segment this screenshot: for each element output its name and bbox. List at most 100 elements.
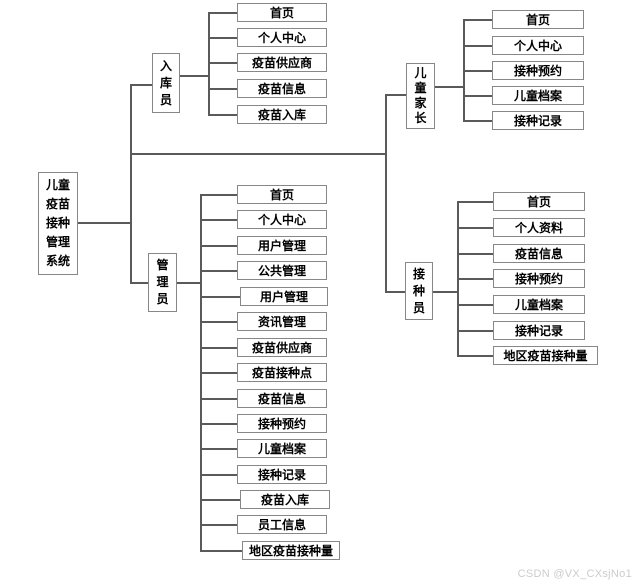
connector-line: [457, 304, 493, 306]
page-node: 儿童档案: [237, 439, 327, 458]
page-node-label: 接种预约: [257, 417, 306, 431]
page-node-label: 儿童档案: [257, 442, 306, 456]
connector-line: [463, 19, 492, 21]
connector-line: [457, 201, 493, 203]
connector-line: [463, 120, 492, 122]
role-node: 入库员: [152, 53, 180, 113]
role-node: 管理员: [148, 253, 177, 312]
page-node-label: 接种预约: [514, 272, 563, 286]
connector-line: [130, 153, 386, 155]
page-node: 个人中心: [237, 28, 327, 47]
connector-line: [130, 282, 148, 284]
connector-line: [200, 499, 240, 501]
page-node: 疫苗信息: [237, 389, 327, 408]
connector-line: [457, 227, 493, 229]
connector-line: [385, 94, 387, 293]
connector-line: [457, 278, 493, 280]
page-node: 资讯管理: [237, 312, 327, 331]
connector-line: [200, 550, 242, 552]
page-node: 儿童档案: [493, 295, 585, 314]
page-node-label: 首页: [269, 188, 294, 202]
connector-line: [433, 291, 458, 293]
page-node: 疫苗供应商: [237, 53, 327, 72]
root-node: 儿童疫苗接种管理系统: [38, 172, 78, 275]
page-node-label: 接种记录: [514, 324, 563, 338]
connector-line: [208, 62, 237, 64]
connector-line: [200, 347, 237, 349]
role-node-label: 入库员: [160, 58, 173, 107]
page-node: 个人资料: [493, 218, 585, 237]
page-node: 疫苗入库: [237, 105, 327, 124]
connector-line: [385, 291, 405, 293]
connector-line: [200, 219, 237, 221]
page-node-label: 疫苗供应商: [251, 56, 312, 70]
connector-line: [200, 194, 237, 196]
page-node-label: 儿童档案: [514, 298, 563, 312]
connector-line: [200, 423, 237, 425]
connector-line: [200, 474, 237, 476]
page-node-label: 员工信息: [257, 518, 306, 532]
connector-line: [208, 37, 237, 39]
page-node-label: 疫苗接种点: [251, 366, 312, 380]
page-node: 疫苗信息: [493, 244, 585, 263]
page-node: 疫苗入库: [240, 490, 330, 509]
page-node-label: 地区疫苗接种量: [503, 349, 588, 363]
page-node: 用户管理: [237, 236, 327, 255]
connector-line: [457, 355, 493, 357]
connector-line: [200, 398, 237, 400]
page-node: 员工信息: [237, 515, 327, 534]
page-node-label: 用户管理: [259, 290, 308, 304]
page-node-label: 个人资料: [514, 221, 563, 235]
connector-line: [435, 86, 464, 88]
role-node-label: 接种员: [413, 266, 426, 315]
connector-line: [177, 282, 201, 284]
page-node: 接种预约: [493, 269, 585, 288]
watermark: CSDN @VX_CXsjNo1: [517, 568, 632, 580]
page-node-label: 用户管理: [257, 239, 306, 253]
connector-line: [463, 70, 492, 72]
page-node-label: 接种记录: [513, 114, 562, 128]
connector-line: [208, 12, 237, 14]
page-node: 接种预约: [492, 61, 584, 80]
page-node: 接种预约: [237, 414, 327, 433]
connector-line: [130, 84, 152, 86]
page-node: 首页: [237, 3, 327, 22]
page-node: 接种记录: [492, 111, 584, 130]
connector-line: [200, 372, 237, 374]
page-node: 公共管理: [237, 261, 327, 280]
connector-line: [457, 253, 493, 255]
connector-line: [180, 75, 209, 77]
connector-line: [200, 270, 237, 272]
connector-line: [385, 94, 406, 96]
connector-line: [200, 321, 237, 323]
page-node-label: 个人中心: [513, 39, 562, 53]
page-node-label: 儿童档案: [513, 89, 562, 103]
connector-line: [457, 330, 493, 332]
page-node: 首页: [237, 185, 327, 204]
role-node: 儿童家长: [406, 63, 435, 129]
page-node-label: 公共管理: [257, 264, 306, 278]
page-node: 用户管理: [240, 287, 328, 306]
connector-line: [208, 12, 210, 116]
page-node: 接种记录: [493, 321, 585, 340]
root-node-label: 儿童疫苗接种管理系统: [46, 178, 71, 268]
page-node-label: 疫苗供应商: [251, 341, 312, 355]
connector-line: [463, 95, 492, 97]
page-node-label: 首页: [525, 13, 550, 27]
page-node-label: 疫苗信息: [257, 82, 306, 96]
page-node: 疫苗信息: [237, 79, 327, 98]
page-node-label: 接种预约: [513, 64, 562, 78]
page-node-label: 个人中心: [257, 213, 306, 227]
page-node-label: 疫苗信息: [514, 247, 563, 261]
page-node: 地区疫苗接种量: [242, 541, 340, 560]
page-node: 接种记录: [237, 465, 327, 484]
connector-line: [200, 296, 240, 298]
role-node-label: 儿童家长: [414, 66, 427, 125]
page-node: 个人中心: [492, 36, 584, 55]
page-node: 首页: [493, 192, 585, 211]
connector-line: [78, 222, 130, 224]
page-node: 首页: [492, 10, 584, 29]
role-node: 接种员: [405, 262, 433, 320]
connector-line: [463, 45, 492, 47]
